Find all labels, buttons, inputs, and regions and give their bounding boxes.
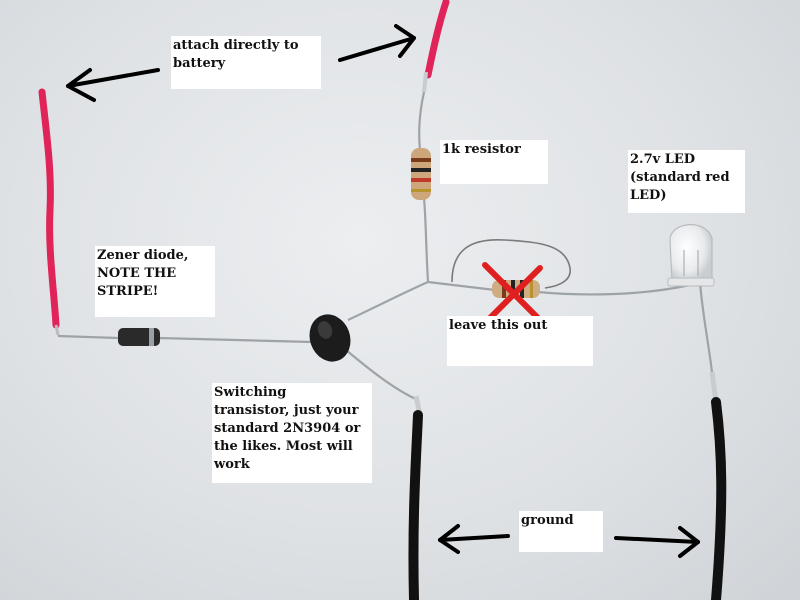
arrow-right-ground-icon — [614, 526, 700, 558]
label-1k-resistor: 1k resistor — [440, 140, 548, 184]
label-led: 2.7v LED (standard red LED) — [628, 150, 745, 213]
resistor-1k-icon — [411, 148, 431, 200]
x-mark-icon — [482, 262, 543, 321]
top-red-wire-icon — [422, 0, 450, 93]
label-leave-this-out: leave this out — [447, 316, 593, 366]
led-icon — [667, 224, 715, 287]
zener-diode-icon — [118, 328, 160, 346]
label-ground: ground — [519, 511, 603, 552]
bypass-outline — [451, 239, 571, 289]
arrow-icons — [66, 24, 700, 558]
label-zener-diode: Zener diode, NOTE THE STRIPE! — [95, 246, 215, 317]
label-switching-transistor: Switching transistor, just your standard… — [212, 383, 372, 483]
left-red-wire-icon — [38, 88, 60, 336]
arrow-right-battery-icon — [338, 24, 416, 62]
ground-wire-left-icon — [408, 395, 423, 600]
ground-wire-right-icon — [709, 371, 727, 600]
arrow-left-ground-icon — [438, 524, 510, 554]
transistor-icon — [309, 314, 351, 362]
arrow-left-battery-icon — [66, 68, 160, 102]
lead-wires — [57, 91, 714, 402]
label-attach-battery: attach directly to battery — [171, 36, 321, 89]
